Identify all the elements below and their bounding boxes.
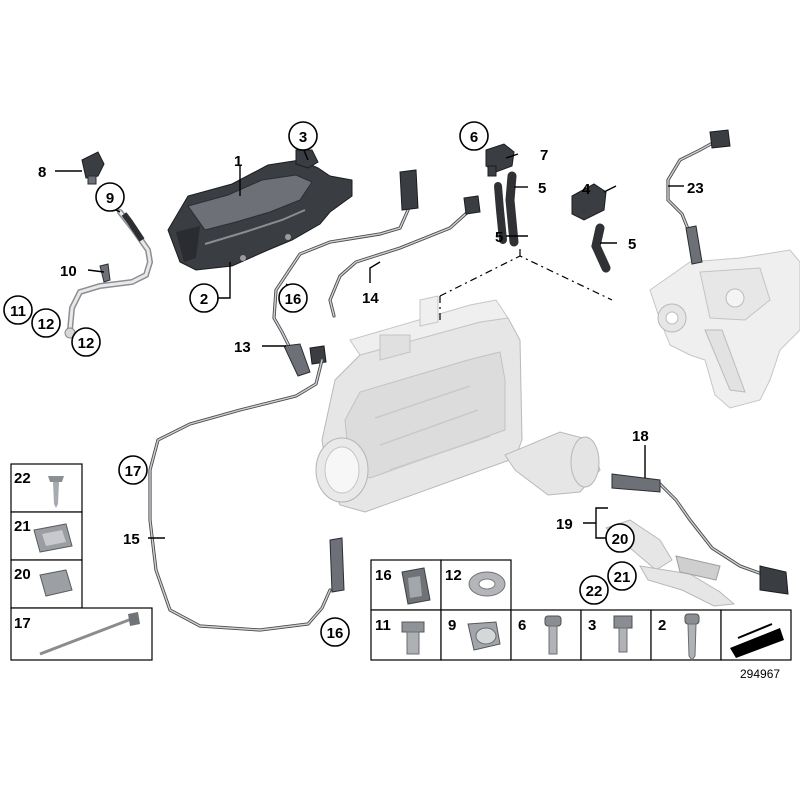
callout-circle-20 bbox=[605, 523, 635, 553]
valve-part-4 bbox=[571, 183, 607, 221]
legend-bottom bbox=[370, 559, 792, 661]
callout-6: 6 bbox=[470, 129, 478, 146]
legend-label-2: 2 bbox=[658, 617, 666, 634]
callout-4: 4 bbox=[582, 181, 591, 198]
callout-circle-16a bbox=[278, 283, 308, 313]
callout-5-top: 5 bbox=[538, 180, 546, 197]
callout-circle-6 bbox=[459, 121, 489, 151]
legend-label-21: 21 bbox=[14, 518, 31, 535]
intake-manifold-illustration bbox=[649, 249, 800, 409]
callout-14: 14 bbox=[362, 290, 379, 307]
callout-circle-12a bbox=[31, 308, 61, 338]
callout-9: 9 bbox=[106, 190, 114, 207]
legend-label-3: 3 bbox=[588, 617, 596, 634]
callout-18: 18 bbox=[632, 428, 649, 445]
callout-23: 23 bbox=[687, 180, 704, 197]
legend-label-20: 20 bbox=[14, 566, 31, 583]
callout-8: 8 bbox=[38, 164, 46, 181]
callout-5-right: 5 bbox=[628, 236, 636, 253]
reference-number: 294967 bbox=[740, 667, 780, 681]
callout-circle-22 bbox=[579, 575, 609, 605]
diesel-particulate-filter bbox=[315, 295, 601, 513]
legend-label-22: 22 bbox=[14, 470, 31, 487]
callout-3: 3 bbox=[299, 129, 307, 146]
callout-circle-16b bbox=[320, 617, 350, 647]
callout-21: 21 bbox=[614, 569, 631, 586]
valve-part-6-7 bbox=[485, 143, 515, 177]
callout-circle-9 bbox=[95, 182, 125, 212]
legend-label-17: 17 bbox=[14, 615, 31, 632]
callout-20: 20 bbox=[612, 531, 629, 548]
callout-2: 2 bbox=[200, 291, 208, 308]
callout-17: 17 bbox=[125, 463, 142, 480]
callout-circle-3 bbox=[288, 121, 318, 151]
callout-16b: 16 bbox=[327, 625, 344, 642]
callout-12b: 12 bbox=[78, 335, 95, 352]
legend-left bbox=[10, 463, 153, 661]
pressure-sensor-part-8 bbox=[81, 151, 105, 185]
callout-7: 7 bbox=[540, 147, 548, 164]
callout-circle-2 bbox=[189, 283, 219, 313]
callouts: 1 4 5 5 5 7 8 10 13 14 15 18 19 23 3 2 6… bbox=[3, 121, 780, 681]
callout-circle-21 bbox=[607, 561, 637, 591]
callout-circle-11 bbox=[3, 295, 33, 325]
callout-11: 11 bbox=[10, 303, 26, 320]
callout-12a: 12 bbox=[38, 316, 55, 333]
callout-22: 22 bbox=[586, 583, 603, 600]
callout-13: 13 bbox=[234, 339, 251, 356]
callout-circle-17 bbox=[118, 455, 148, 485]
legend-label-16: 16 bbox=[375, 567, 392, 584]
legend-label-6: 6 bbox=[518, 617, 526, 634]
callout-19: 19 bbox=[556, 516, 573, 533]
callout-10: 10 bbox=[60, 263, 77, 280]
callout-5-left: 5 bbox=[495, 229, 503, 246]
vacuum-hose-part-5 bbox=[494, 171, 611, 273]
callout-circle-12b bbox=[71, 327, 101, 357]
callout-1: 1 bbox=[234, 153, 242, 170]
pressure-hose-part-10 bbox=[64, 209, 154, 339]
legend-label-9: 9 bbox=[448, 617, 456, 634]
legend-label-12: 12 bbox=[445, 567, 462, 584]
dashed-leaders bbox=[439, 248, 613, 320]
bracket-part-1 bbox=[167, 159, 353, 271]
legend-label-11: 11 bbox=[375, 617, 391, 634]
callout-16a: 16 bbox=[285, 291, 302, 308]
callout-15: 15 bbox=[123, 531, 140, 548]
wiring-harness bbox=[148, 129, 789, 632]
